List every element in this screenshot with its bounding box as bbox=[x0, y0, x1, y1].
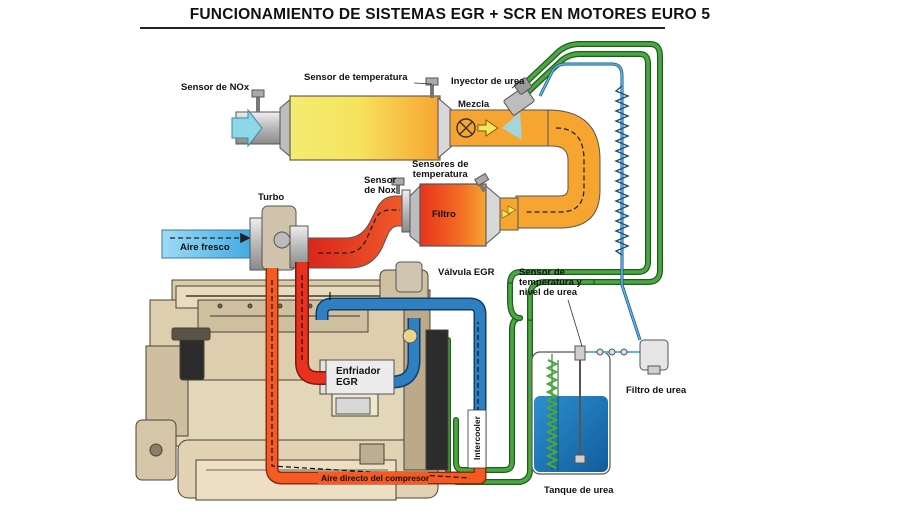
urea-injector bbox=[503, 77, 535, 116]
urea-filter bbox=[588, 339, 669, 375]
label-nox-sensor-mid-line1: Sensor bbox=[364, 175, 397, 186]
label-mix: Mezcla bbox=[458, 99, 490, 110]
pointer-lines bbox=[413, 81, 583, 347]
label-turbo: Turbo bbox=[258, 192, 285, 203]
label-urea-filter: Filtro de urea bbox=[626, 385, 687, 396]
label-temp-sensors-mid-line2: temperatura bbox=[412, 169, 468, 180]
label-egr-valve: Válvula EGR bbox=[438, 267, 495, 278]
label-temp-level-sensor-line1: Sensor de bbox=[519, 267, 565, 278]
label-urea-injector: Inyector de urea bbox=[451, 76, 525, 87]
label-filter: Filtro bbox=[432, 209, 456, 220]
urea-feed-line bbox=[538, 62, 642, 341]
label-egr-cooler-line2: EGR bbox=[336, 377, 358, 388]
urea-tank bbox=[531, 345, 611, 475]
label-egr-cooler-line1: Enfriador bbox=[336, 366, 381, 377]
title-underline bbox=[140, 27, 665, 29]
diesel-particulate-filter bbox=[305, 172, 519, 269]
egr-cooler bbox=[325, 359, 395, 415]
label-temp-level-sensor-line3: nivel de urea bbox=[519, 287, 578, 298]
label-nox-sensor-top: Sensor de NOx bbox=[181, 82, 250, 93]
diagram-title: FUNCIONAMIENTO DE SISTEMAS EGR + SCR EN … bbox=[189, 6, 711, 23]
intercooler-label-bg bbox=[467, 409, 487, 469]
label-temp-sensor-top: Sensor de temperatura bbox=[304, 72, 408, 83]
label-nox-sensor-mid-line2: de Nox bbox=[364, 185, 396, 196]
scr-catalyst bbox=[231, 77, 601, 229]
turbocharger bbox=[161, 205, 309, 271]
egr-pipes bbox=[265, 262, 487, 485]
label-intercooler: Intercooler bbox=[472, 416, 482, 460]
label-fresh-air: Aire fresco bbox=[180, 242, 230, 253]
label-egr-cooler: Enfriador EGR bbox=[336, 366, 380, 388]
label-nox-sensor-mid: Sensor de Nox bbox=[364, 176, 396, 196]
egr-valve bbox=[395, 261, 423, 344]
direct-air-label-bg bbox=[318, 472, 428, 484]
urea-supply-lines bbox=[445, 41, 663, 485]
label-temp-sensors-mid: Sensores de temperatura bbox=[412, 160, 469, 180]
label-temp-level-sensor-line2: temperatura y bbox=[519, 277, 582, 288]
label-urea-tank: Tanque de urea bbox=[544, 485, 614, 496]
label-direct-air: Aire directo del compresor bbox=[321, 473, 430, 483]
label-temp-level-sensor: Sensor de temperatura y nivel de urea bbox=[519, 268, 582, 298]
label-temp-sensors-mid-line1: Sensores de bbox=[412, 159, 469, 170]
